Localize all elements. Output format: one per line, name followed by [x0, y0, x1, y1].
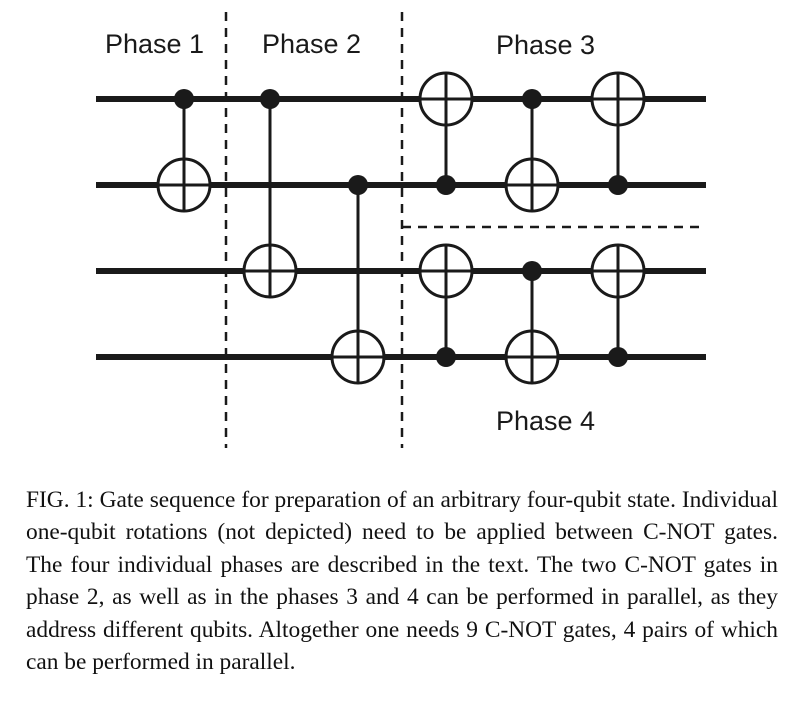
control-dot — [436, 175, 456, 195]
control-dot — [436, 347, 456, 367]
phase-4-label: Phase 4 — [496, 406, 595, 436]
cnot-gate — [590, 243, 646, 367]
quantum-circuit-diagram: Phase 1 Phase 2 Phase 3 Phase 4 — [96, 12, 706, 448]
cnot-gate — [418, 71, 474, 195]
control-dot — [522, 261, 542, 281]
control-dot — [348, 175, 368, 195]
phase-1-label: Phase 1 — [105, 29, 204, 59]
phase-2-label: Phase 2 — [262, 29, 361, 59]
control-dot — [608, 175, 628, 195]
cnot-gate — [504, 89, 560, 213]
cnot-gate — [418, 243, 474, 367]
cnot-gate — [590, 71, 646, 195]
cnot-gate — [242, 89, 298, 299]
figure-caption: FIG. 1: Gate sequence for preparation of… — [26, 487, 778, 676]
control-dot — [522, 89, 542, 109]
cnot-gate — [504, 261, 560, 385]
cnot-gate — [330, 175, 386, 385]
cnot-gate — [156, 89, 212, 213]
phase-3-label: Phase 3 — [496, 30, 595, 60]
control-dot — [174, 89, 194, 109]
cnot-gates — [156, 71, 646, 385]
control-dot — [260, 89, 280, 109]
control-dot — [608, 347, 628, 367]
